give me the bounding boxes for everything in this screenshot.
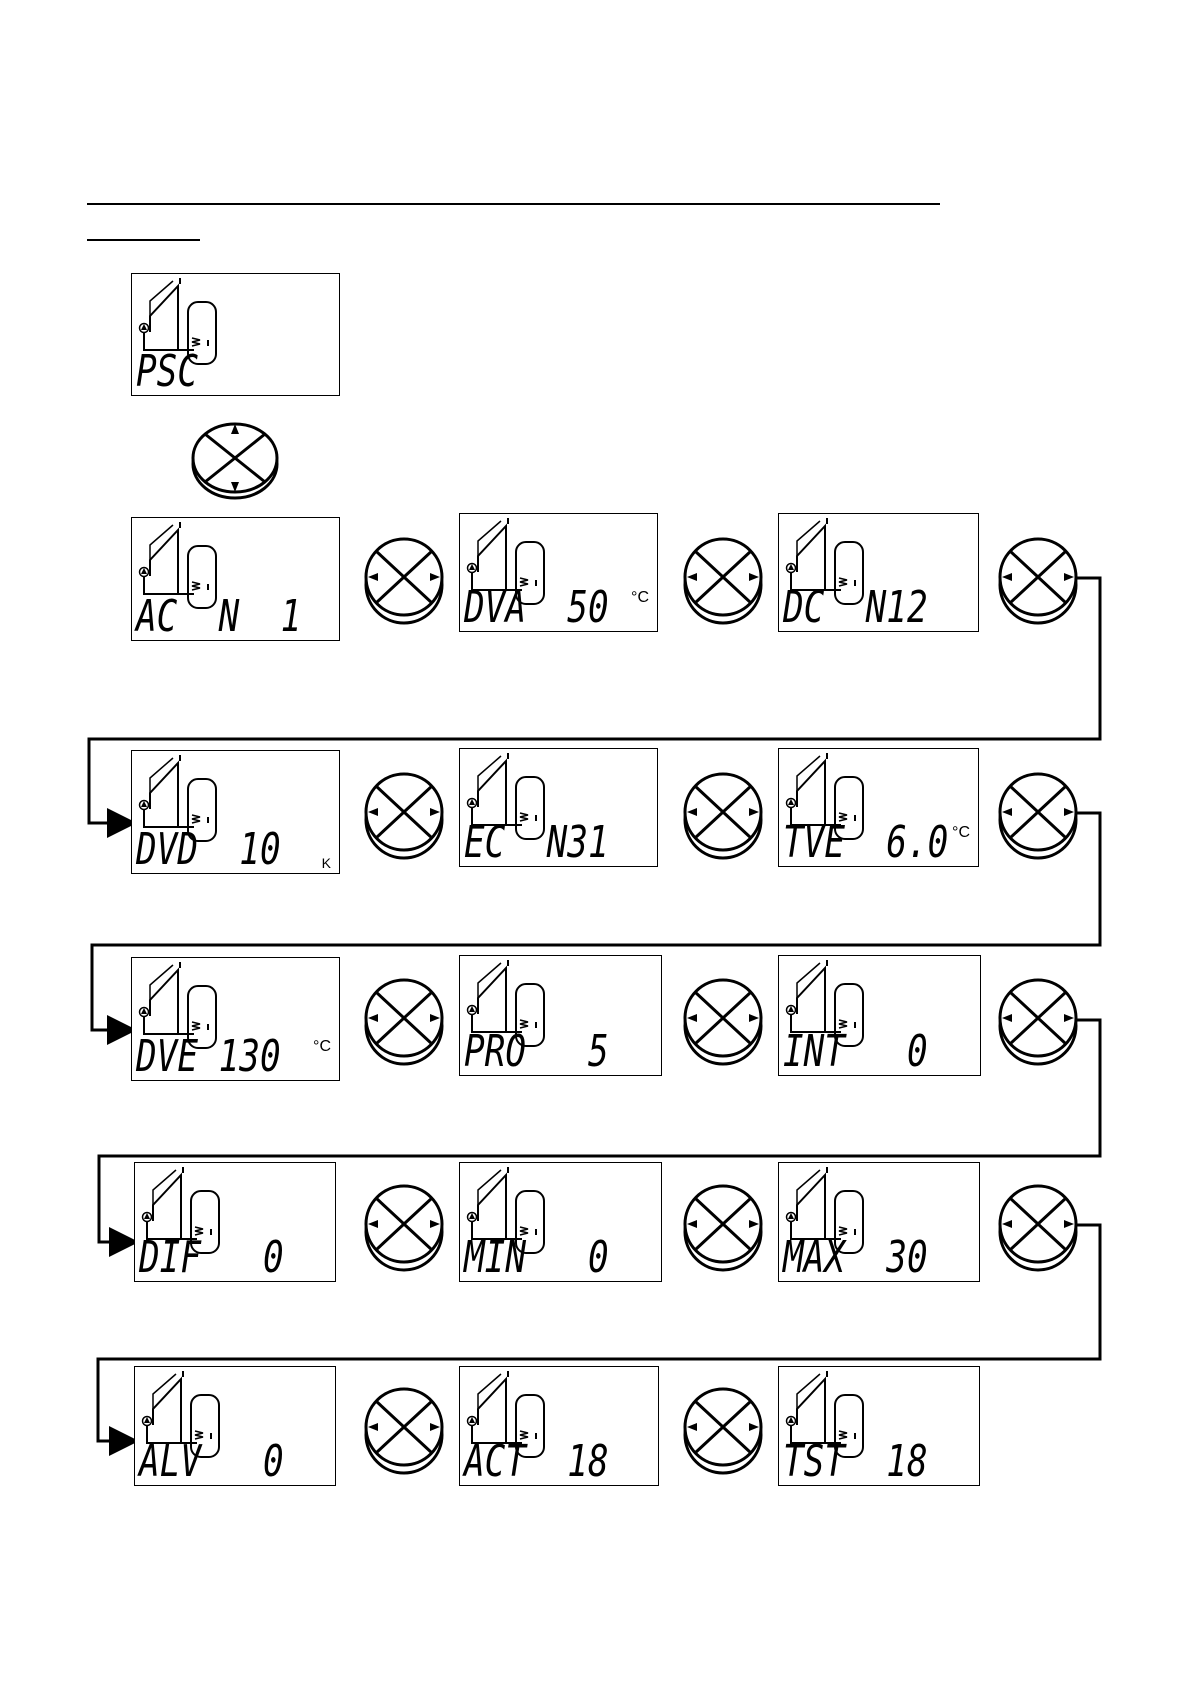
- lcd-unit: °C: [631, 589, 649, 607]
- lcd-screen-dva: DVA 50 °C: [459, 513, 658, 632]
- lcd-screen-ecn: EC N31: [459, 748, 658, 867]
- left-right-navigation-button-icon: [681, 978, 765, 1066]
- lcd-screen-act: ACT 18: [459, 1366, 659, 1486]
- up-down-navigation-button-icon: [190, 420, 280, 500]
- lcd-screen-alv: ALV 0: [134, 1366, 336, 1486]
- lcd-value-text: DVD 10: [136, 828, 281, 872]
- lcd-value-text: DC N12: [783, 586, 928, 630]
- lcd-value-text: PSC: [136, 350, 198, 394]
- left-right-navigation-button-icon: [996, 537, 1080, 625]
- left-right-navigation-button-icon: [681, 1387, 765, 1475]
- lcd-value-text: DVA 50: [464, 586, 609, 630]
- lcd-unit: K: [322, 855, 331, 871]
- lcd-screen-dif: DIF 0: [134, 1162, 336, 1282]
- lcd-value-text: EC N31: [464, 821, 609, 865]
- left-right-navigation-button-icon: [681, 1184, 765, 1272]
- lcd-unit: °C: [952, 824, 970, 842]
- lcd-value-text: TST 18: [783, 1440, 928, 1484]
- lcd-value-text: MAX 30: [783, 1236, 928, 1280]
- lcd-screen-dcn: DC N12: [778, 513, 979, 632]
- lcd-value-text: AC N 1: [136, 595, 301, 639]
- left-right-navigation-button-icon: [996, 772, 1080, 860]
- left-right-navigation-button-icon: [362, 1387, 446, 1475]
- lcd-value-text: MIN 0: [464, 1236, 609, 1280]
- left-right-navigation-button-icon: [362, 772, 446, 860]
- left-right-navigation-button-icon: [362, 978, 446, 1066]
- lcd-screen-acn: AC N 1: [131, 517, 340, 641]
- lcd-screen-dvd: DVD 10 K: [131, 750, 340, 874]
- lcd-screen-min: MIN 0: [459, 1162, 662, 1282]
- lcd-value-text: ACT 18: [464, 1440, 609, 1484]
- lcd-screen-int: INT 0: [778, 955, 981, 1076]
- lcd-screen-tve: TVE 6.0 °C: [778, 748, 979, 867]
- lcd-value-text: PRO 5: [464, 1030, 609, 1074]
- lcd-value-text: ALV 0: [139, 1440, 284, 1484]
- lcd-screen-dve: DVE 130 °C: [131, 957, 340, 1081]
- lcd-value-text: DVE 130: [136, 1035, 281, 1079]
- lcd-screen-psc: PSC: [131, 273, 340, 396]
- left-right-navigation-button-icon: [996, 1184, 1080, 1272]
- left-right-navigation-button-icon: [681, 537, 765, 625]
- left-right-navigation-button-icon: [362, 1184, 446, 1272]
- lcd-value-text: TVE 6.0: [783, 821, 948, 865]
- lcd-value-text: DIF 0: [139, 1236, 284, 1280]
- left-right-navigation-button-icon: [996, 978, 1080, 1066]
- lcd-value-text: INT 0: [783, 1030, 928, 1074]
- lcd-screen-max: MAX 30: [778, 1162, 980, 1282]
- left-right-navigation-button-icon: [681, 772, 765, 860]
- lcd-unit: °C: [313, 1038, 331, 1056]
- left-right-navigation-button-icon: [362, 537, 446, 625]
- lcd-screen-pro: PRO 5: [459, 955, 662, 1076]
- lcd-screen-tst: TST 18: [778, 1366, 980, 1486]
